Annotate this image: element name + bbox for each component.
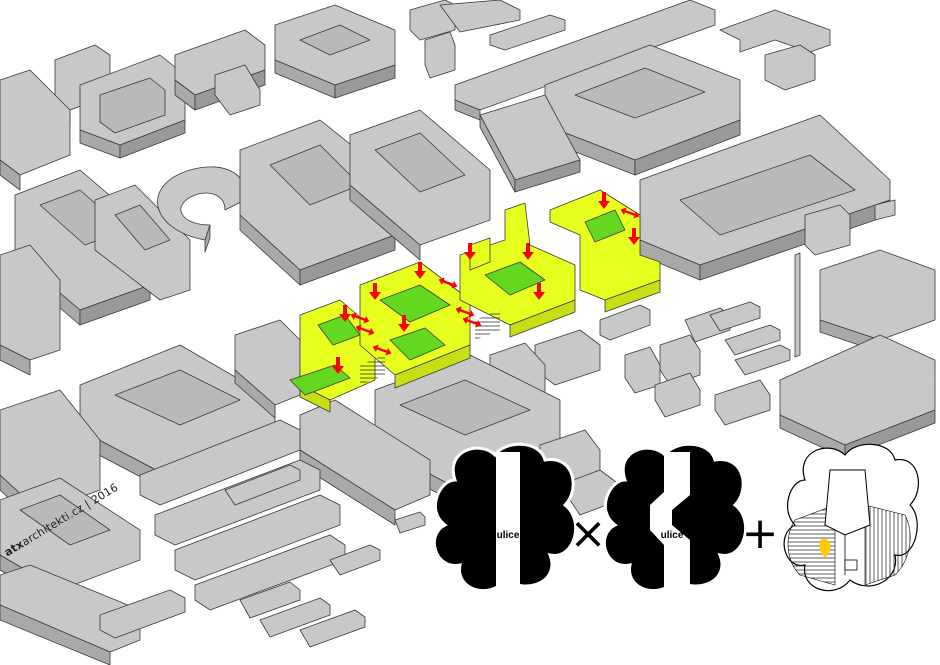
building-block xyxy=(719,9,831,91)
street-label-1: ulice xyxy=(497,530,520,541)
highlight-block xyxy=(359,261,471,389)
building-block xyxy=(0,69,71,191)
building-block xyxy=(79,54,186,159)
building-block xyxy=(94,184,191,301)
times-operator: × xyxy=(570,508,607,559)
building-block xyxy=(804,199,896,256)
legend: ulice × ulice + xyxy=(432,442,919,594)
arrow-double-icon xyxy=(462,316,482,328)
building-block xyxy=(174,29,266,116)
street-label-2: ulice xyxy=(661,530,684,541)
building-block xyxy=(0,244,61,376)
building-block xyxy=(299,399,431,526)
arrows xyxy=(332,192,640,374)
arrow-down-icon xyxy=(533,283,545,300)
arrow-down-icon xyxy=(628,228,640,245)
highlight-block xyxy=(549,189,661,313)
highlight-block xyxy=(289,299,376,413)
building-block xyxy=(349,109,491,261)
project-blocks xyxy=(289,189,661,413)
arrow-double-icon xyxy=(350,312,370,324)
arrow-double-icon xyxy=(438,277,458,289)
arrow-down-icon xyxy=(332,357,344,374)
building-block xyxy=(779,334,936,459)
cloud-street-icon: ulice xyxy=(432,442,578,594)
building-block xyxy=(794,249,936,358)
arrow-double-icon xyxy=(455,306,475,318)
arrow-down-icon xyxy=(522,243,534,260)
arrow-double-icon xyxy=(355,324,375,336)
arrow-down-icon xyxy=(414,262,426,279)
building-block xyxy=(479,94,581,193)
building-block xyxy=(454,0,716,121)
arrow-down-icon xyxy=(339,305,351,322)
building-block xyxy=(409,0,521,79)
highlight-block xyxy=(459,202,576,338)
cloud-courtyard-icon xyxy=(783,443,919,592)
arrow-down-icon xyxy=(369,283,381,300)
arrow-down-icon xyxy=(464,243,476,260)
building-rows xyxy=(99,419,426,648)
arrow-down-icon xyxy=(398,315,410,332)
plus-operator: + xyxy=(742,508,779,559)
arrow-double-icon xyxy=(620,207,640,219)
cloud-crossed-street-icon: ulice xyxy=(602,442,748,594)
building-block xyxy=(274,4,396,99)
arrow-double-icon xyxy=(372,344,392,356)
building-block xyxy=(544,44,741,176)
building-block xyxy=(599,301,791,426)
arrow-down-icon xyxy=(598,192,610,209)
